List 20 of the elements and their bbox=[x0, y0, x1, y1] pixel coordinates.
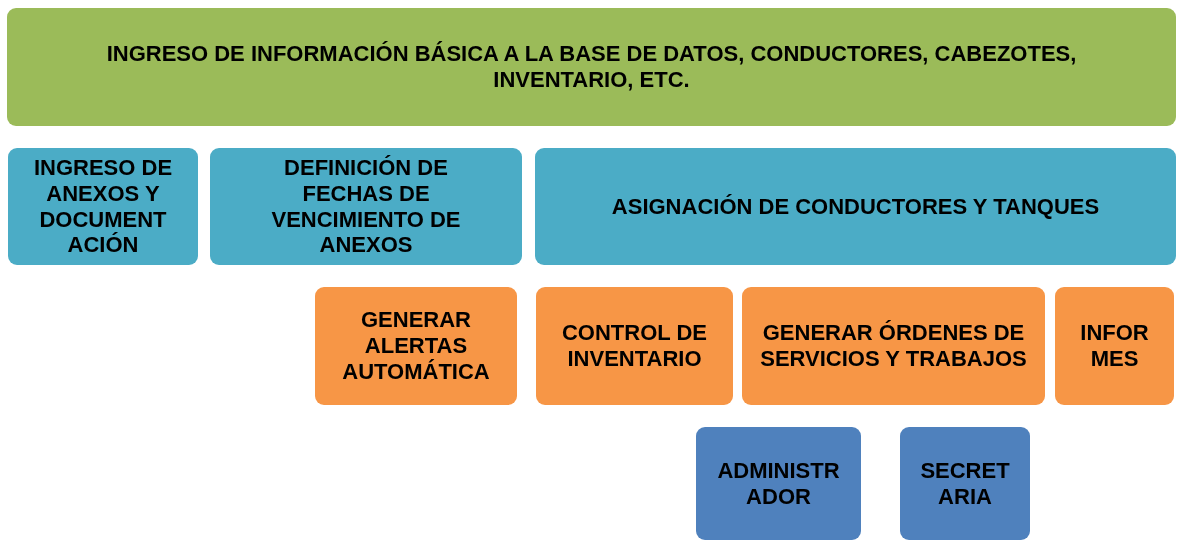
box-label: INFOR MES bbox=[1079, 320, 1150, 372]
box-label: ASIGNACIÓN DE CONDUCTORES Y TANQUES bbox=[611, 193, 1100, 220]
box-label: CONTROL DE INVENTARIO bbox=[560, 320, 708, 372]
process-box bbox=[535, 148, 1176, 265]
process-box bbox=[1055, 287, 1174, 405]
process-box bbox=[742, 287, 1045, 405]
process-box bbox=[7, 8, 1176, 126]
process-box bbox=[900, 427, 1030, 540]
process-box bbox=[210, 148, 522, 265]
box-label: GENERAR ÓRDENES DE SERVICIOS Y TRABAJOS bbox=[760, 320, 1027, 372]
box-label: DEFINICIÓN DE FECHAS DE VENCIMIENTO DE ANEXOS bbox=[270, 154, 462, 259]
process-box bbox=[8, 148, 198, 265]
box-label: ADMINISTR ADOR bbox=[716, 457, 841, 510]
box-label: GENERAR ALERTAS AUTOMÁTICA bbox=[341, 307, 491, 385]
box-label: SECRET ARIA bbox=[919, 457, 1011, 510]
process-box bbox=[315, 287, 517, 405]
process-box bbox=[696, 427, 861, 540]
box-label: INGRESO DE ANEXOS Y DOCUMENT ACIÓN bbox=[32, 154, 174, 259]
box-label: INGRESO DE INFORMACIÓN BÁSICA A LA BASE DE DATOS, CONDUCTORES, CABEZOTES, INVENTARIO, ETC. bbox=[105, 41, 1078, 93]
process-box bbox=[536, 287, 733, 405]
